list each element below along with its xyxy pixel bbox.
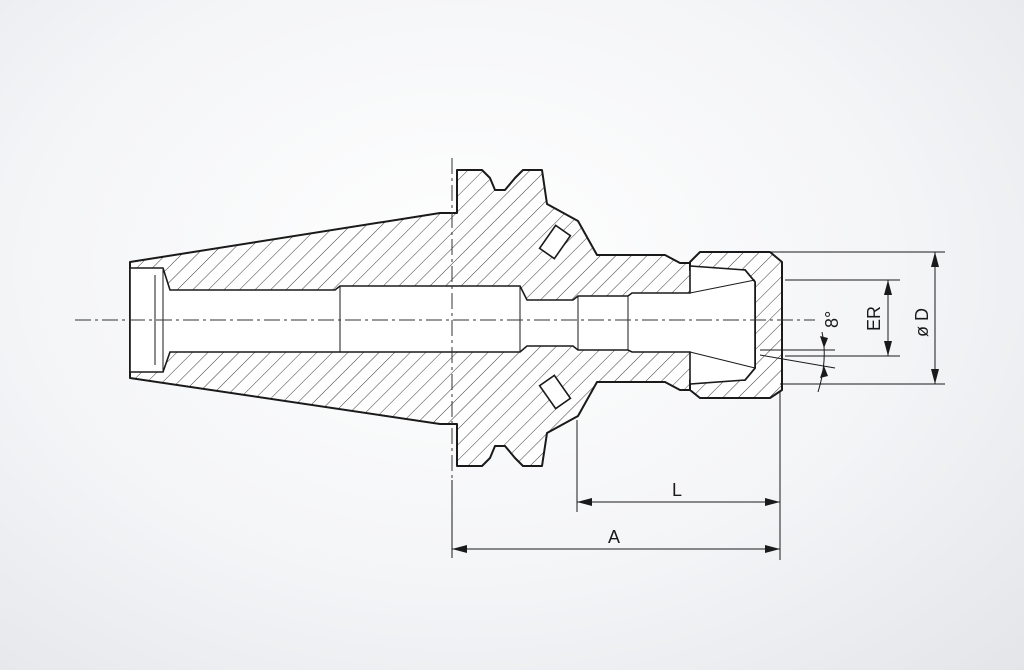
- collet-taper-bottom: [689, 351, 756, 369]
- arrow-ER-top: [884, 280, 892, 295]
- arrow-A-left: [452, 545, 467, 553]
- collet-taper-top: [689, 279, 756, 294]
- label-D: ø D: [912, 308, 932, 337]
- drive-key-top: [538, 224, 572, 260]
- label-A: A: [608, 527, 620, 547]
- label-ER: ER: [864, 306, 884, 331]
- label-angle: 8°: [822, 311, 842, 328]
- arrow-ER-bottom: [884, 341, 892, 356]
- arrow-angle-top: [820, 336, 828, 348]
- arrow-angle-bottom: [820, 366, 828, 378]
- label-L: L: [672, 480, 682, 500]
- arrow-A-right: [765, 545, 780, 553]
- arrow-D-bottom: [931, 369, 939, 384]
- arrow-L-left: [577, 498, 592, 506]
- drive-key-bottom: [538, 374, 572, 410]
- angle-leg-2: [759, 354, 836, 369]
- arrow-D-top: [931, 252, 939, 267]
- arrow-L-right: [765, 498, 780, 506]
